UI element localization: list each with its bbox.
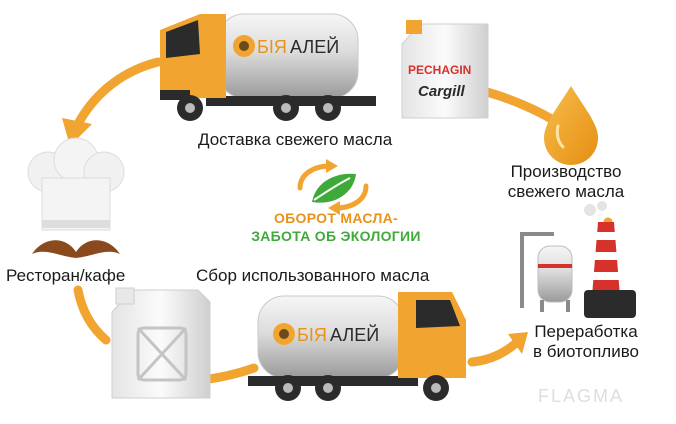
watermark: FLAGMA bbox=[538, 386, 625, 406]
branded-canister: PECHAGIN Cargill bbox=[401, 20, 489, 119]
processing-label-line2: в биотопливо bbox=[532, 342, 640, 361]
refinery-icon bbox=[520, 201, 636, 318]
processing-label: Переработка в биотопливо bbox=[526, 322, 646, 362]
truck-logo-top-part1: БІЯ bbox=[257, 37, 287, 57]
production-label-line2: свежего масла bbox=[507, 182, 625, 201]
sunflower-logo-icon-bottom bbox=[273, 323, 295, 345]
sunflower-logo-icon bbox=[233, 35, 255, 57]
arrow-top-right bbox=[482, 87, 558, 125]
eco-recycle-icon bbox=[297, 159, 369, 215]
chef-hat-icon bbox=[27, 137, 125, 231]
eco-slogan-line1: ОБОРОТ МАСЛА- bbox=[273, 210, 398, 226]
arrowhead-bottom-right bbox=[508, 332, 528, 354]
arrow-top-left bbox=[73, 57, 163, 129]
truck-logo-bottom-part1: БІЯ bbox=[297, 325, 327, 345]
truck-logo-top-part2: АЛЕЙ bbox=[290, 36, 339, 57]
canister-brand-cargill: Cargill bbox=[418, 83, 466, 100]
plain-canister bbox=[111, 287, 211, 399]
canister-brand-pechagin: PECHAGIN bbox=[408, 63, 471, 77]
arrow-left-lower bbox=[73, 285, 111, 345]
collection-truck: БІЯ АЛЕЙ bbox=[248, 292, 466, 401]
production-label-line1: Производство bbox=[510, 162, 622, 181]
eco-slogan-line2: ЗАБОТА ОБ ЭКОЛОГИИ bbox=[251, 228, 421, 244]
delivery-label: Доставка свежего масла bbox=[198, 130, 393, 149]
collection-label: Сбор использованного масла bbox=[196, 266, 430, 285]
mustache-icon bbox=[32, 240, 120, 258]
delivery-truck: БІЯ АЛЕЙ bbox=[160, 13, 376, 121]
oil-drop-icon bbox=[544, 86, 598, 165]
production-label: Производство свежего масла bbox=[500, 162, 632, 202]
restaurant-label: Ресторан/кафе bbox=[6, 266, 126, 285]
arrow-bottom-right bbox=[467, 339, 520, 367]
processing-label-line1: Переработка bbox=[534, 322, 638, 341]
truck-logo-bottom-part2: АЛЕЙ bbox=[330, 324, 379, 345]
